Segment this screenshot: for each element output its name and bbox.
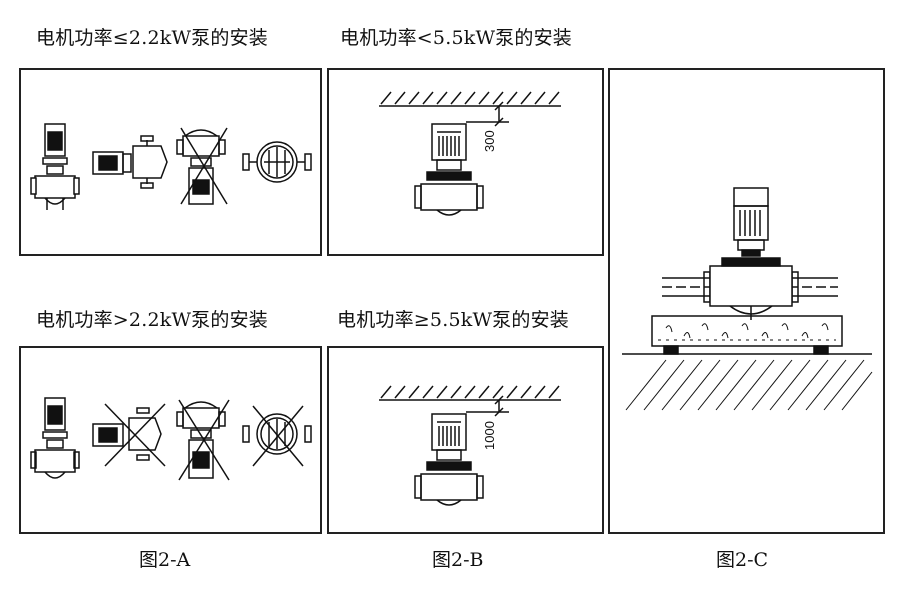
pump-orientations-bottom-drawing (30, 397, 312, 481)
panel-c (608, 68, 885, 534)
foundation-installation-drawing (622, 187, 873, 411)
panel-a-top (19, 68, 322, 256)
figure-label-b: 图2-B (432, 549, 484, 571)
caption-b-top: 电机功率<5.5kW泵的安装 (340, 27, 572, 49)
ceiling-clearance-300-drawing: 300 (379, 91, 561, 216)
pump-orientations-top-drawing (30, 123, 312, 210)
dimension-300-label: 300 (482, 130, 497, 152)
figure-label-a: 图2-A (139, 549, 191, 571)
ceiling-clearance-1000-drawing: 1000 (379, 385, 561, 506)
panel-a-bottom (19, 346, 322, 534)
caption-a-bottom: 电机功率>2.2kW泵的安装 (36, 309, 268, 331)
panel-b-top: 300 (327, 68, 604, 256)
caption-a-top: 电机功率≤2.2kW泵的安装 (36, 27, 268, 49)
dimension-1000-label: 1000 (482, 421, 497, 450)
panel-b-bottom: 1000 (327, 346, 604, 534)
figure-label-c: 图2-C (716, 549, 769, 571)
caption-b-bottom: 电机功率≥5.5kW泵的安装 (337, 309, 569, 331)
